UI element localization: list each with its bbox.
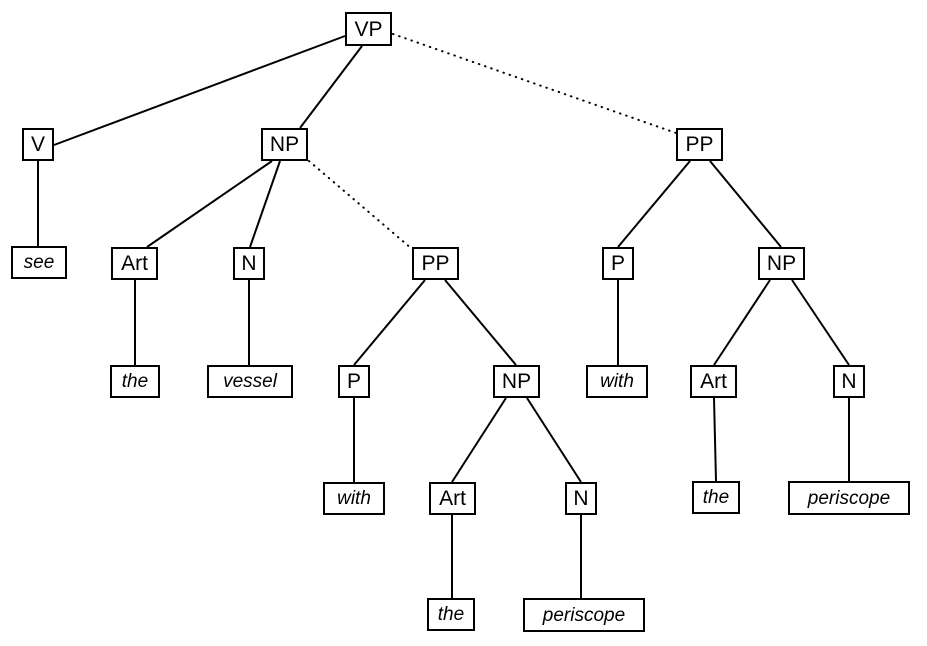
tree-node-n_mid: N [565,482,597,515]
tree-node-v: V [22,128,54,161]
tree-edge-np_right-to-art_right [713,279,771,366]
tree-edge-np1-to-art1 [146,160,273,248]
tree-node-see: see [11,246,67,279]
tree-node-pp_mid: PP [412,247,459,280]
tree-node-the_r: the [692,481,740,514]
tree-edge-vp-to-pp_right [392,33,677,134]
tree-node-the_m: the [427,598,475,631]
tree-edge-np_mid-to-art_mid [451,397,507,483]
tree-edge-pp_right-to-np_right [709,160,782,248]
tree-edge-np1-to-n1 [249,160,281,248]
tree-edge-pp_mid-to-p_mid [353,279,426,366]
tree-node-vessel: vessel [207,365,293,398]
tree-node-p_right: P [602,247,634,280]
tree-edge-np_right-to-n_right [791,279,850,366]
tree-node-pp_right: PP [676,128,723,161]
tree-node-the1: the [110,365,160,398]
tree-edge-np1-to-pp_mid [308,160,413,250]
tree-node-peri_r: periscope [788,481,910,515]
tree-node-peri_m: periscope [523,598,645,632]
tree-edge-pp_right-to-p_right [617,160,691,248]
tree-node-with_r: with [586,365,648,398]
tree-node-np_right: NP [758,247,805,280]
tree-node-art_mid: Art [429,482,476,515]
tree-node-vp: VP [345,12,392,46]
tree-node-np_mid: NP [493,365,540,398]
tree-node-art_right: Art [690,365,737,398]
tree-node-p_mid: P [338,365,370,398]
tree-node-with_m: with [323,482,385,515]
tree-edge-np_mid-to-n_mid [526,397,582,483]
tree-edge-vp-to-np1 [299,45,363,129]
tree-node-n1: N [233,247,265,280]
tree-node-art1: Art [111,247,158,280]
tree-node-n_right: N [833,365,865,398]
tree-edge-pp_mid-to-np_mid [444,279,517,366]
tree-edge-art_right-to-the_r [713,397,717,482]
tree-node-np1: NP [261,128,308,161]
